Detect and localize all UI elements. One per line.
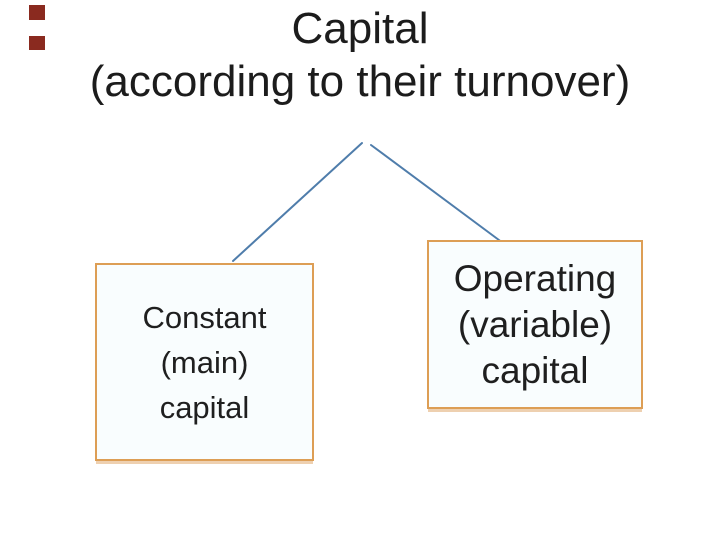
node-text-line: (variable) <box>457 303 613 345</box>
node-operating-variable-capital: Operating (variable) capital <box>427 240 643 409</box>
node-text-line: capital <box>481 349 589 391</box>
node-text-line: (main) <box>160 344 249 380</box>
red-square-marker-top <box>29 5 45 20</box>
node-text-line: Constant <box>142 299 267 335</box>
node-constant-main-capital: Constant (main) capital <box>95 263 314 461</box>
node-text-line: capital <box>159 389 250 425</box>
slide-title: Capital (according to their turnover) <box>0 2 720 108</box>
node-text-line: Operating <box>453 257 617 299</box>
red-square-marker-bottom <box>29 36 45 50</box>
branch-line-right <box>370 144 508 247</box>
branch-line-left <box>232 142 363 262</box>
title-line-1: Capital <box>291 4 429 53</box>
title-line-2: (according to their turnover) <box>89 57 631 106</box>
